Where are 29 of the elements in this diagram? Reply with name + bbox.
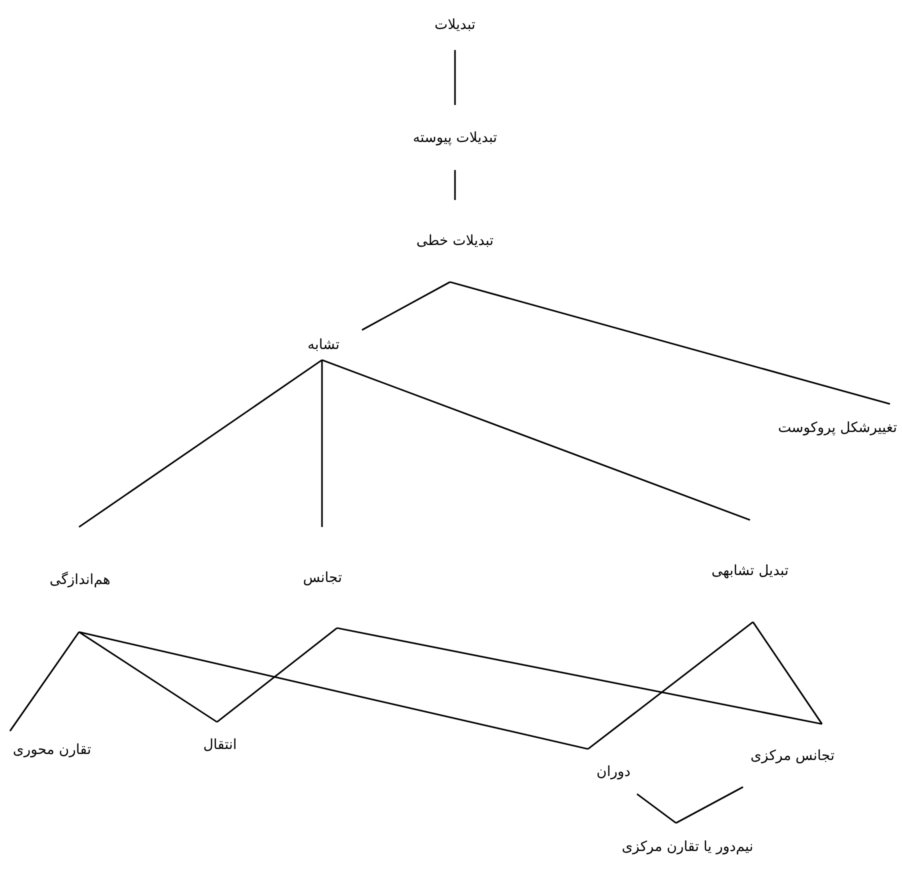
connector-line — [676, 786, 744, 824]
connector-line — [454, 170, 456, 200]
connector-line — [216, 627, 338, 723]
term-text: تجانس مرکزی — [750, 748, 834, 764]
connector-line — [78, 631, 218, 723]
term-text: تجانس — [303, 570, 342, 586]
term-text: هم‌اندازگی — [50, 572, 110, 588]
connector-line — [454, 50, 456, 105]
connector-line — [588, 621, 754, 750]
connector-line — [450, 281, 890, 405]
connector-line — [336, 627, 822, 725]
term-text: انتقال — [203, 737, 237, 753]
connector-line — [322, 359, 750, 521]
term-text: تبدیل تشابهی — [711, 563, 789, 579]
term-text: نیم‌دور یا تقارن مرکزی — [622, 838, 754, 854]
term-text: تغییرشکل پروکوست — [778, 420, 898, 436]
term-text: تبدیلات پیوسته — [412, 130, 498, 146]
term-text: دوران — [596, 764, 630, 780]
connector-line — [752, 622, 823, 724]
connector-line — [636, 793, 676, 824]
connector-line — [78, 631, 588, 750]
term-text: تقارن محوری — [12, 742, 92, 758]
term-text: تبدیلات خطی — [416, 233, 494, 249]
connector-line — [321, 360, 323, 527]
connector-line — [362, 281, 450, 331]
connector-line — [9, 632, 80, 732]
term-text: تبدیلات — [434, 17, 476, 33]
term-text: تشابه — [307, 337, 340, 353]
connector-line — [78, 359, 322, 528]
